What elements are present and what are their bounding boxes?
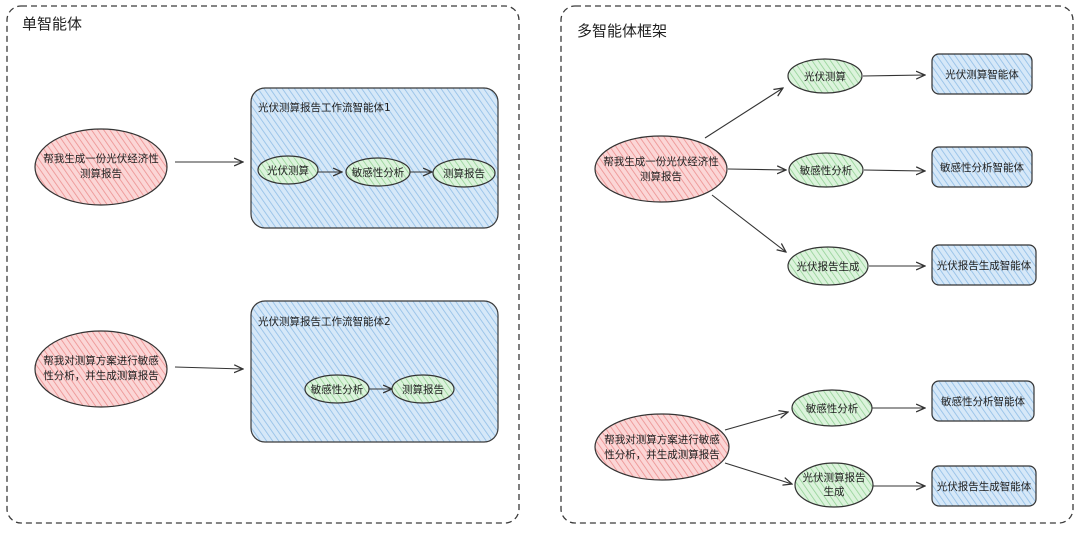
multi1-task-3 xyxy=(787,246,869,286)
agent-report-1 xyxy=(931,244,1037,286)
multi1-arrow-task-3 xyxy=(711,194,786,252)
multi-request-1 xyxy=(594,135,728,203)
wf1-step-1 xyxy=(257,155,319,185)
multi-agent-title: 多智能体框架 xyxy=(577,22,667,40)
workflow-agent-2 xyxy=(250,300,499,443)
single-request-1 xyxy=(34,128,168,206)
multi2-arrow-task-2 xyxy=(724,462,792,484)
multi2-task-2 xyxy=(794,462,874,508)
multi2-task-1-label: 敏感性分析 xyxy=(806,402,859,415)
agent-sensitivity-2-label: 敏感性分析智能体 xyxy=(941,395,1025,408)
agent-report-2-label: 光伏报告生成智能体 xyxy=(937,480,1032,493)
multi1-arrow-task-1 xyxy=(704,88,783,139)
multi1-arrow-agent-1 xyxy=(862,75,925,76)
single-request-2-line-2: 性分析，并生成测算报告 xyxy=(43,369,159,382)
wf2-step-2 xyxy=(391,374,455,404)
multi-request-1-line-1: 帮我生成一份光伏经济性 xyxy=(603,155,719,168)
multi1-arrow-task-2 xyxy=(727,169,786,170)
agent-sensitivity-1-label: 敏感性分析智能体 xyxy=(940,161,1024,174)
wf1-step-3 xyxy=(432,158,496,188)
single-agent-frame xyxy=(6,5,520,524)
agent-report-2 xyxy=(931,465,1037,507)
multi2-task-2-label-line-2: 生成 xyxy=(824,485,845,498)
agent-pv-calc-label: 光伏测算智能体 xyxy=(945,68,1019,81)
multi-request-2 xyxy=(594,413,730,481)
multi1-task-3-label: 光伏报告生成 xyxy=(797,260,860,273)
wf1-step-2-label: 敏感性分析 xyxy=(352,166,405,179)
multi1-task-2 xyxy=(788,152,864,188)
multi1-task-1-label: 光伏测算 xyxy=(804,70,846,83)
multi2-arrow-task-1 xyxy=(724,412,788,431)
multi-request-2-line-2: 性分析，并生成测算报告 xyxy=(604,448,720,461)
wf2-step-1-label: 敏感性分析 xyxy=(311,383,364,396)
single-request-2-line-1: 帮我对测算方案进行敏感 xyxy=(43,354,159,367)
wf1-step-1-label: 光伏测算 xyxy=(267,164,309,177)
single-request-1-line-2: 测算报告 xyxy=(80,167,122,180)
multi2-task-2-label-line-1: 光伏测算报告 xyxy=(803,471,866,484)
agent-report-1-label: 光伏报告生成智能体 xyxy=(937,259,1032,272)
single-request-1-line-1: 帮我生成一份光伏经济性 xyxy=(43,152,159,165)
arrow-to-workflow-2 xyxy=(174,367,243,369)
workflow-agent-2-title: 光伏测算报告工作流智能体2 xyxy=(258,315,391,328)
workflow-agent-1-title: 光伏测算报告工作流智能体1 xyxy=(258,101,391,114)
multi1-task-1 xyxy=(787,58,863,94)
wf2-step-2-label: 测算报告 xyxy=(402,383,444,396)
multi-request-1-line-2: 测算报告 xyxy=(640,170,682,183)
multi-agent-frame xyxy=(560,5,1074,524)
wf1-step-3-label: 测算报告 xyxy=(443,167,485,180)
single-request-2 xyxy=(34,330,168,408)
multi-request-2-line-1: 帮我对测算方案进行敏感 xyxy=(604,433,720,446)
single-agent-title: 单智能体 xyxy=(22,15,82,33)
agent-pv-calc xyxy=(931,53,1033,95)
agent-sensitivity-2 xyxy=(931,380,1035,422)
agent-sensitivity-1 xyxy=(931,146,1033,188)
multi1-arrow-agent-2 xyxy=(863,170,925,171)
multi1-task-2-label: 敏感性分析 xyxy=(800,164,853,177)
